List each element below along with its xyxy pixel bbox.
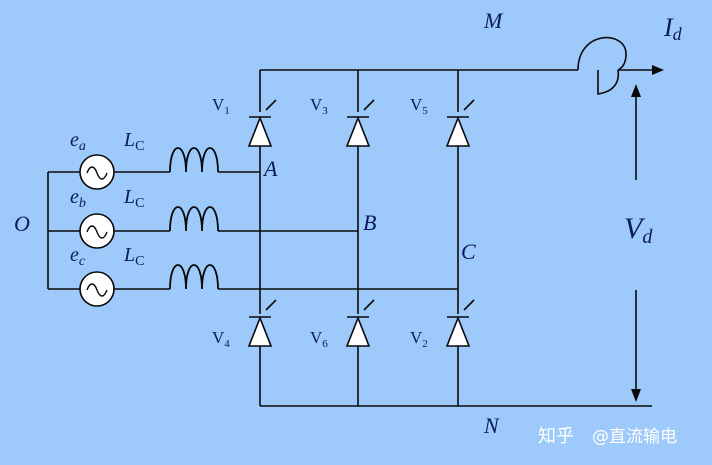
node-c-label: C: [461, 239, 476, 264]
thyristor-v4: [247, 299, 277, 347]
current-label: Id: [663, 13, 683, 44]
source-b-label: eb: [70, 186, 86, 211]
node-m-label: M: [483, 8, 504, 33]
sine-wave-b-icon: [86, 225, 108, 239]
inductor-a-icon: [169, 147, 219, 173]
source-c-label: ec: [70, 244, 86, 269]
thyristor-v4-icon: [247, 315, 273, 347]
node-o-label: O: [14, 211, 30, 236]
thyristor-v4-label: V4: [212, 328, 230, 350]
node-n-label: N: [483, 413, 500, 438]
sine-wave-a-icon: [86, 166, 108, 180]
thyristor-v6: [345, 299, 375, 347]
wiring: [47, 36, 652, 407]
thyristor-v3-icon: [345, 115, 371, 147]
current-sensor-loop: [577, 36, 627, 71]
inductor-a-label: LC: [123, 129, 144, 154]
watermark: 知乎 @直流输电: [538, 426, 677, 447]
voltage-arrow-up-icon: [631, 84, 641, 97]
thyristor-v2-icon: [445, 315, 471, 347]
thyristor-labels: V1 V3 V5 V4 V6 V2: [212, 95, 428, 350]
thyristor-v3-gate: [363, 99, 375, 111]
inductor-c-icon: [169, 264, 219, 290]
thyristor-v5: [445, 99, 475, 147]
node-b-label: B: [363, 210, 376, 235]
ac-source-b: [79, 213, 115, 249]
thyristor-v2-gate: [463, 299, 475, 311]
thyristor-v1: [247, 99, 277, 147]
thyristor-v1-icon: [247, 115, 273, 147]
thyristors: [247, 99, 475, 347]
thyristor-v5-gate: [463, 99, 475, 111]
sine-wave-c-icon: [86, 283, 108, 297]
thyristor-v6-icon: [345, 315, 371, 347]
inductor-c-label: LC: [123, 244, 144, 269]
ac-source-c: [79, 271, 115, 307]
ac-source-a: [79, 154, 115, 190]
thyristor-v1-label: V1: [212, 95, 230, 117]
arrows: [631, 65, 664, 402]
node-labels: M N O A B C Id Vd ea eb ec LC LC LC: [14, 8, 683, 438]
thyristor-v6-gate: [363, 299, 375, 311]
thyristor-v2-label: V2: [410, 328, 428, 350]
ac-sources: [79, 154, 115, 307]
watermark-handle: @直流输电: [592, 427, 677, 447]
node-a-label: A: [262, 156, 278, 181]
thyristor-v5-icon: [445, 115, 471, 147]
voltage-arrow-down-icon: [631, 389, 641, 402]
current-arrow-icon: [652, 65, 664, 75]
voltage-label: Vd: [624, 212, 653, 248]
watermark-site: 知乎: [538, 426, 574, 447]
thyristor-v5-label: V5: [410, 95, 428, 117]
current-sensor-tail: [597, 69, 620, 95]
thyristor-v4-gate: [265, 299, 277, 311]
source-a-label: ea: [70, 129, 86, 154]
thyristor-v3-label: V3: [310, 95, 328, 117]
inductor-b-label: LC: [123, 186, 144, 211]
thyristor-v6-label: V6: [310, 328, 328, 350]
thyristor-v2: [445, 299, 475, 347]
thyristor-v1-gate: [265, 99, 277, 111]
inductors: [169, 147, 219, 290]
thyristor-v3: [345, 99, 375, 147]
inductor-b-icon: [169, 206, 219, 232]
